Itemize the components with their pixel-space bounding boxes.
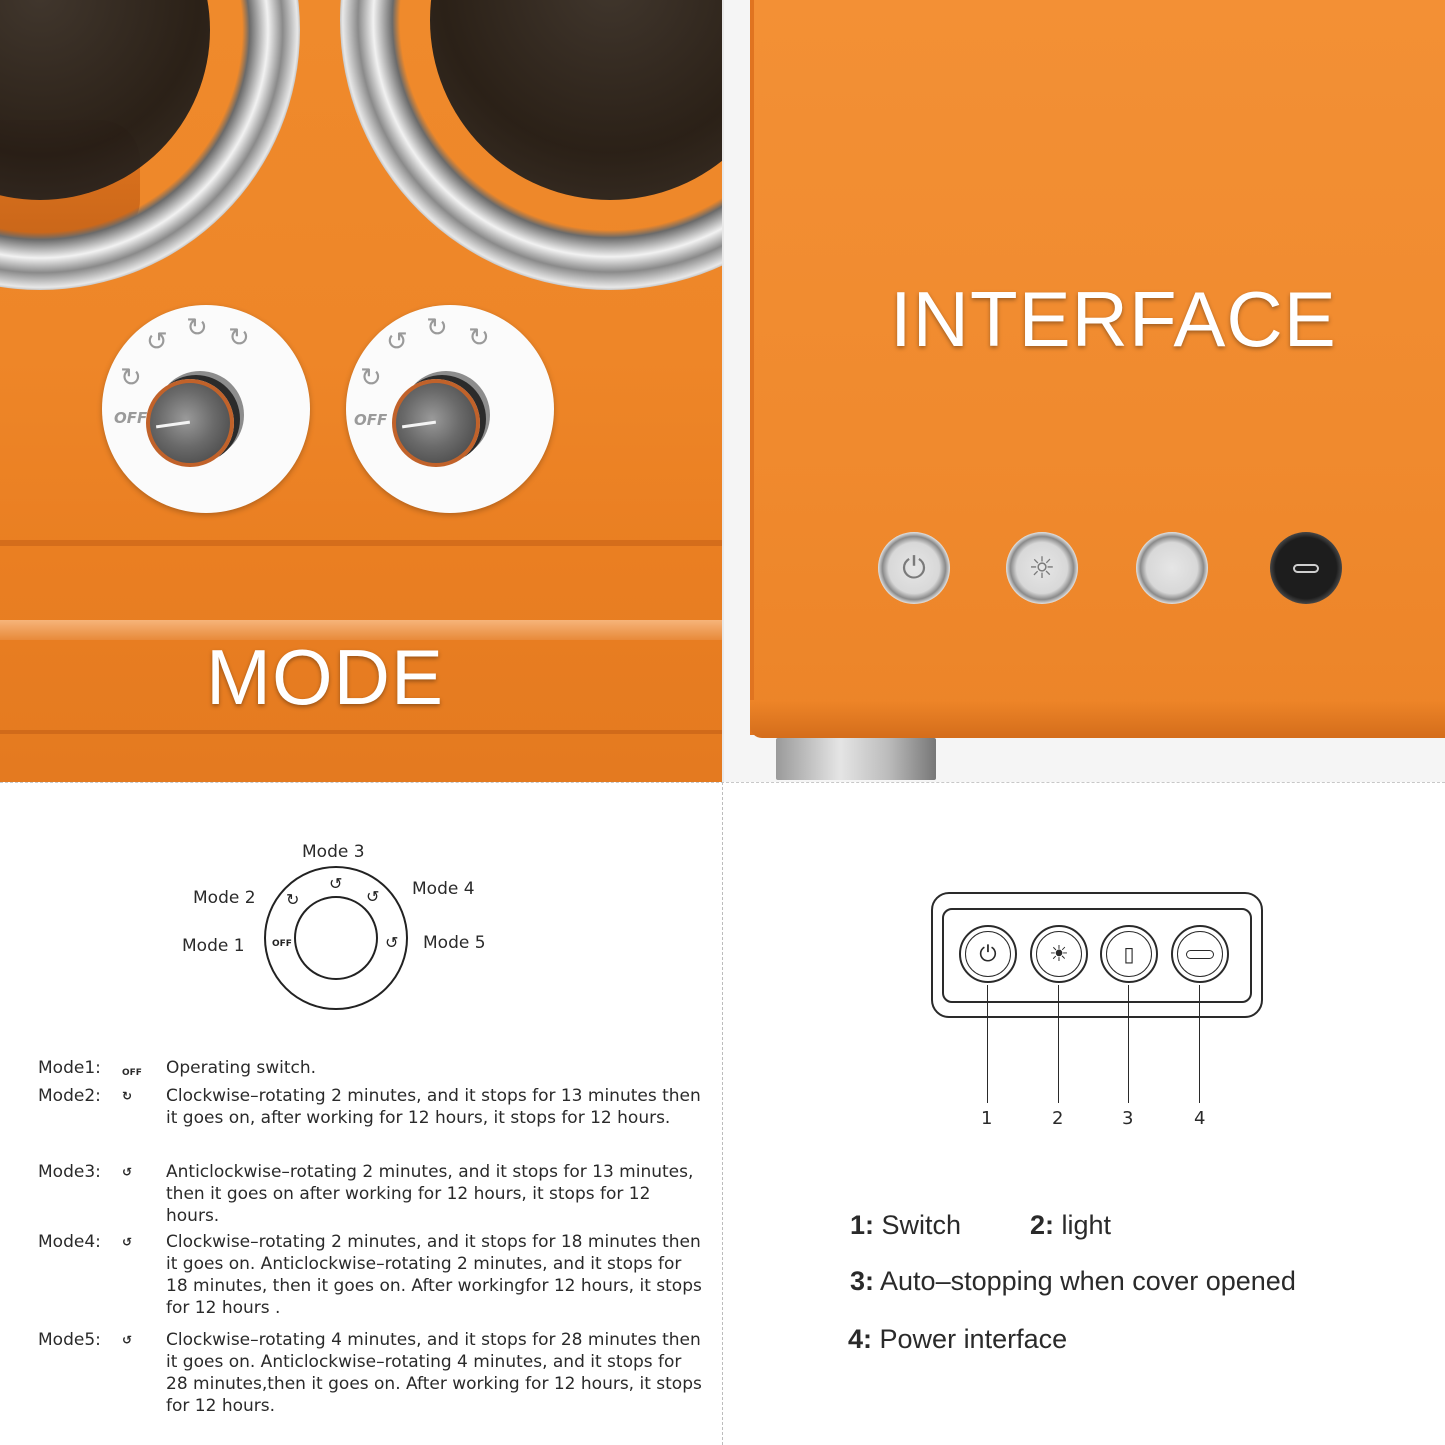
bidirectional-icon: ↺ <box>122 1333 133 1347</box>
mode-row-3: Mode3: ↺ Anticlockwise–rotating 2 minute… <box>38 1161 708 1227</box>
dial-arrow-icon: ↻ <box>360 363 382 393</box>
off-mark: OFF <box>272 939 292 949</box>
winder-box-edge <box>750 700 1445 738</box>
drawer-lower-edge <box>0 730 722 734</box>
mode-row-1: Mode1: OFF Operating switch. <box>38 1057 708 1081</box>
legend-text: Auto–stopping when cover opened <box>880 1266 1296 1296</box>
diagram-label-mode4: Mode 4 <box>412 879 475 899</box>
usb-port-icon <box>1177 931 1223 977</box>
diagram-label-mode5: Mode 5 <box>423 933 486 953</box>
mode-description: Clockwise–rotating 4 minutes, and it sto… <box>166 1330 702 1416</box>
mode-dial-right: ↻ ↺ ↻ ↻ OFF <box>346 305 554 513</box>
mode-name: Mode1: <box>38 1058 101 1078</box>
mode-row-5: Mode5: ↺ Clockwise–rotating 4 minutes, a… <box>38 1329 708 1417</box>
anticlockwise-icon: ↺ <box>122 1165 133 1179</box>
winder-box-front <box>750 0 1445 735</box>
dial-arrow-icon: ↻ <box>426 313 448 343</box>
legend-number: 1: <box>850 1210 875 1240</box>
dial-off-label: OFF <box>354 411 388 429</box>
off-icon: OFF <box>122 1068 142 1078</box>
diagram-label-mode2: Mode 2 <box>193 888 256 908</box>
dial-arrow-icon: ↻ <box>120 363 142 393</box>
mode-name: Mode3: <box>38 1162 101 1182</box>
power-button[interactable]: ⏻ <box>878 532 950 604</box>
dial-arrow-icon: ↺ <box>386 327 408 357</box>
usb-c-port[interactable] <box>1270 532 1342 604</box>
leader-line <box>1128 985 1129 1103</box>
mode-description: Operating switch. <box>166 1058 317 1078</box>
callout-number-3: 3 <box>1122 1108 1134 1129</box>
leader-line <box>987 985 988 1103</box>
legend-text: Switch <box>881 1210 962 1240</box>
panel-outline-inner <box>942 908 1252 1003</box>
dial-arrow-icon: ↺ <box>146 327 168 357</box>
rotate-icon: ↻ <box>286 890 300 909</box>
cover-sensor-button[interactable] <box>1136 532 1208 604</box>
mode-photo-panel: ↻ ↺ ↻ ↻ OFF ↻ ↺ ↻ ↻ OFF MODE <box>0 0 722 782</box>
legend-item-3: 3: Auto–stopping when cover opened <box>850 1266 1296 1297</box>
dial-arrow-icon: ↻ <box>228 323 250 353</box>
rotate-icon: ↺ <box>366 887 380 906</box>
diagram-label-mode1: Mode 1 <box>182 936 245 956</box>
winder-box-foot <box>776 738 936 780</box>
mode-description: Clockwise–rotating 2 minutes, and it sto… <box>166 1232 702 1318</box>
mode-description: Clockwise–rotating 2 minutes, and it sto… <box>166 1086 701 1128</box>
diagram-button-switch: ⏻ <box>959 925 1017 983</box>
mode-dial-diagram-outer <box>264 866 408 1010</box>
leader-line <box>1058 985 1059 1103</box>
mode-name: Mode2: <box>38 1086 101 1106</box>
rotate-icon: ↺ <box>329 874 343 893</box>
legend-item-2: 2: light <box>1030 1210 1111 1241</box>
dial-off-label: OFF <box>114 409 148 427</box>
callout-number-1: 1 <box>981 1108 993 1129</box>
legend-text: light <box>1061 1210 1112 1240</box>
dial-arrow-icon: ↻ <box>468 323 490 353</box>
diagram-button-cover: ▯ <box>1100 925 1158 983</box>
interface-photo-panel: INTERFACE ⏻ ☼ <box>724 0 1445 782</box>
mode-title: MODE <box>206 633 444 721</box>
usb-c-port-icon <box>1293 563 1319 573</box>
mode-description: Anticlockwise–rotating 2 minutes, and it… <box>166 1162 694 1226</box>
vertical-divider <box>722 782 723 1445</box>
leader-line <box>1199 985 1200 1103</box>
clockwise-icon: ↻ <box>122 1089 133 1103</box>
bidirectional-icon: ↺ <box>122 1235 133 1249</box>
mode-row-4: Mode4: ↺ Clockwise–rotating 2 minutes, a… <box>38 1231 708 1319</box>
light-icon: ☼ <box>1028 550 1056 586</box>
diagram-label-mode3: Mode 3 <box>302 842 365 862</box>
light-bulb-icon: ☀ <box>1036 931 1082 977</box>
panel-divider-top <box>722 0 724 782</box>
mode-knob-right[interactable] <box>392 379 480 467</box>
dial-arrow-icon: ↻ <box>186 313 208 343</box>
diagram-button-power <box>1171 925 1229 983</box>
drawer-highlight <box>0 620 722 640</box>
light-button[interactable]: ☼ <box>1006 532 1078 604</box>
power-icon: ⏻ <box>902 550 926 586</box>
door-icon: ▯ <box>1106 931 1152 977</box>
legend-text: Power interface <box>879 1324 1068 1354</box>
legend-number: 3: <box>850 1266 875 1296</box>
callout-number-4: 4 <box>1194 1108 1206 1129</box>
legend-number: 2: <box>1030 1210 1055 1240</box>
legend-item-1: 1: Switch <box>850 1210 961 1241</box>
mode-name: Mode4: <box>38 1232 101 1252</box>
diagram-button-light: ☀ <box>1030 925 1088 983</box>
mode-name: Mode5: <box>38 1330 101 1350</box>
legend-item-4: 4: Power interface <box>848 1324 1067 1355</box>
power-icon: ⏻ <box>965 931 1011 977</box>
rotate-icon: ↺ <box>385 933 399 952</box>
mode-dial-left: ↻ ↺ ↻ ↻ OFF <box>102 305 310 513</box>
callout-number-2: 2 <box>1052 1108 1064 1129</box>
mode-row-2: Mode2: ↻ Clockwise–rotating 2 minutes, a… <box>38 1085 708 1151</box>
interface-title: INTERFACE <box>890 275 1337 363</box>
mode-knob-left[interactable] <box>146 379 234 467</box>
drawer-edge <box>0 540 722 546</box>
mode-dial-diagram-inner <box>294 896 378 980</box>
legend-number: 4: <box>848 1324 873 1354</box>
panel-outline-outer <box>931 892 1263 1018</box>
